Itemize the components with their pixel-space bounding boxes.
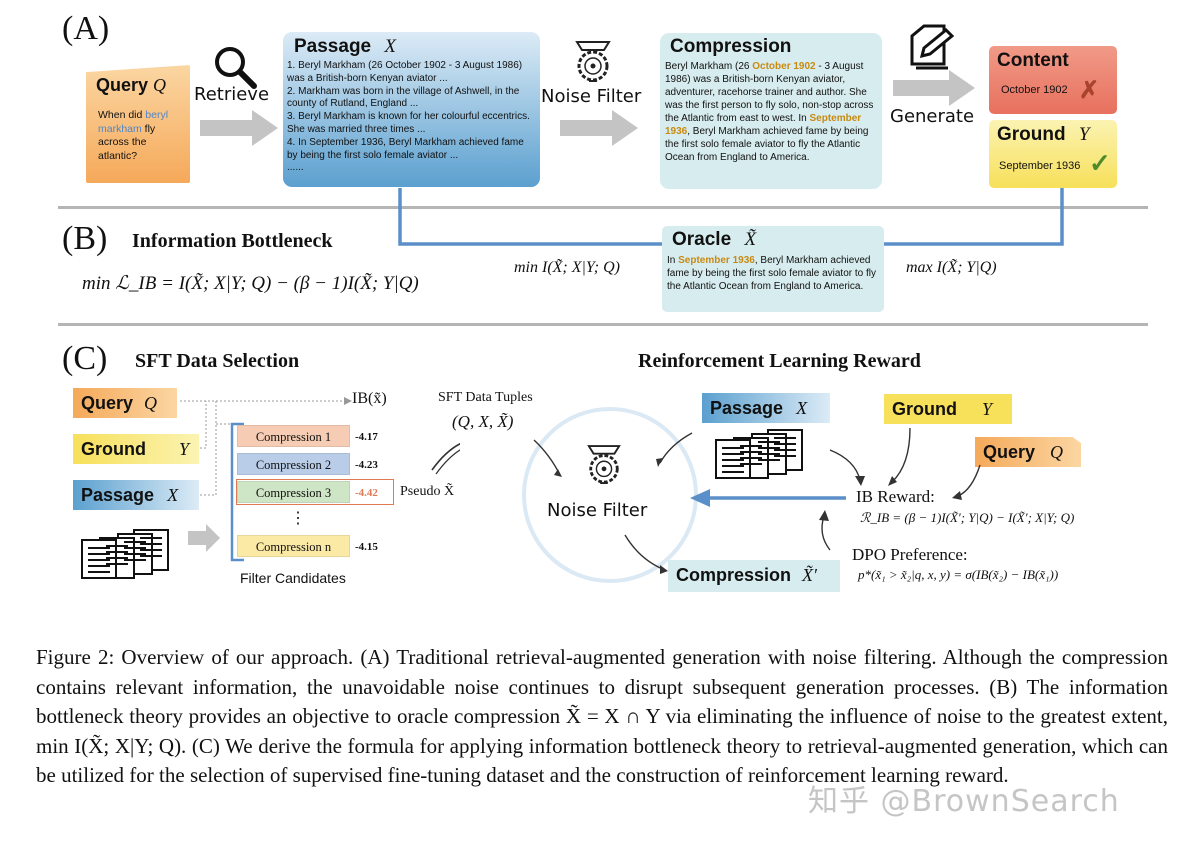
candidate-n: Compression n <box>237 535 350 557</box>
passage-item: 4. In September 1936, Beryl Markham achi… <box>287 136 524 161</box>
edit-icon <box>910 24 954 70</box>
candidate-1-score: -4.17 <box>355 431 378 443</box>
documents-icon <box>81 529 169 579</box>
divider-bc <box>58 323 1148 326</box>
content-value: October 1902 <box>1001 84 1068 96</box>
max-label: max I(X̃; Y|Q) <box>906 259 997 276</box>
rl-documents-icon <box>715 429 803 479</box>
generate-label: Generate <box>890 106 975 127</box>
candidate-3-wrap <box>236 479 394 505</box>
watermark: 知乎 @BrownSearch <box>808 784 1120 819</box>
sft-tuples-title: SFT Data Tuples <box>438 390 533 405</box>
retrieve-label: Retrieve <box>194 84 270 105</box>
passage-title: Passage <box>294 36 372 57</box>
query-question: When did beryl markham fly across the at… <box>98 109 169 162</box>
compression-output: Compression X̃′ <box>668 560 840 592</box>
dpo-label: DPO Preference: <box>852 545 968 564</box>
rl-heading: Reinforcement Learning Reward <box>638 350 921 372</box>
passage-item: 2. Markham was born in the village of As… <box>287 85 520 110</box>
oracle-title: Oracle <box>672 229 732 250</box>
candidate-2: Compression 2 <box>237 453 350 475</box>
rl-passage-tag: Passage X <box>702 393 830 423</box>
reward-arrow <box>690 489 846 507</box>
ground-var: Y <box>1078 124 1090 145</box>
search-icon <box>215 47 257 89</box>
min-label: min I(X̃; X|Y; Q) <box>514 259 620 276</box>
check-icon: ✓ <box>1089 148 1111 178</box>
passage-tag: Passage X <box>73 480 199 510</box>
retrieve-arrow <box>200 110 278 146</box>
filter-arrow <box>560 110 638 146</box>
oracle-box: Oracle X̃ In September 1936, Beryl Markh… <box>662 226 884 312</box>
query-tag: Query Q <box>73 388 177 418</box>
wrong-icon: ✗ <box>1079 77 1100 104</box>
query-box: Query Q When did beryl markham fly acros… <box>86 65 190 183</box>
ground-title: Ground <box>997 124 1066 145</box>
noise-filter-label-a: Noise Filter <box>541 86 642 107</box>
passage-item: 3. Beryl Markham is known for her colour… <box>287 111 530 135</box>
query-title: Query <box>96 75 149 95</box>
candidate-2-score: -4.23 <box>355 459 378 471</box>
passage-item: ...... <box>287 162 304 174</box>
oracle-text: In September 1936, Beryl Markham achieve… <box>667 255 876 292</box>
panel-c-letter: (C) <box>62 340 108 377</box>
noise-filter-label-c: Noise Filter <box>547 500 648 521</box>
candidate-1: Compression 1 <box>237 425 350 447</box>
compression-title: Compression <box>670 36 792 57</box>
ib-heading: Information Bottleneck <box>132 230 333 252</box>
query-var: Q <box>153 75 167 95</box>
oracle-var: X̃ <box>744 229 757 250</box>
ground-value: September 1936 <box>999 160 1081 172</box>
candidate-dots: ⋮ <box>290 510 306 527</box>
panel-b-letter: (B) <box>62 220 108 257</box>
ib-objective: min ℒ_IB = I(X̃; X|Y; Q) − (β − 1)I(X̃; … <box>82 273 419 294</box>
compression-box: Compression Beryl Markham (26 October 19… <box>660 33 882 189</box>
passage-item: 1. Beryl Markham (26 October 1902 - 3 Au… <box>287 60 523 84</box>
passage-list: 1. Beryl Markham (26 October 1902 - 3 Au… <box>287 60 533 175</box>
noise-filter-circle <box>522 407 698 583</box>
noise-filter-icon-c <box>587 445 621 484</box>
candidate-n-score: -4.15 <box>355 541 378 553</box>
ib-reward-label: IB Reward: <box>856 487 935 506</box>
rl-query-tag: Query Q <box>975 437 1081 467</box>
panel-a-letter: (A) <box>62 10 110 47</box>
passage-box: Passage X 1. Beryl Markham (26 October 1… <box>283 32 540 187</box>
rl-ground-tag: Ground Y <box>884 394 1012 424</box>
noise-filter-icon <box>575 41 611 82</box>
sft-tuples-value: (Q, X, X̃) <box>452 412 514 431</box>
sft-connectors <box>180 397 460 562</box>
content-title: Content <box>997 50 1069 71</box>
content-box: Content October 1902 ✗ <box>989 46 1117 114</box>
divider-ab <box>58 206 1148 209</box>
connection-lines <box>398 188 1064 246</box>
generate-arrow <box>893 70 975 106</box>
filter-candidates-label: Filter Candidates <box>240 570 346 586</box>
ground-box: Ground Y September 1936 ✓ <box>989 120 1117 188</box>
dpo-formula: p*(x̃₁ > x̃₂|q, x, y) = σ(IB(x̃₂) − IB(x… <box>858 567 1059 582</box>
pseudo-label: Pseudo X̃ <box>400 484 455 499</box>
sft-heading: SFT Data Selection <box>135 350 300 372</box>
ib-x-label: IB(x̃) <box>352 390 387 407</box>
ground-tag: Ground Y <box>73 434 199 464</box>
candidate-3-score: -4.42 <box>355 487 378 499</box>
figure-caption: Figure 2: Overview of our approach. (A) … <box>36 645 1168 787</box>
compression-text: Beryl Markham (26 October 1902 - 3 Augus… <box>665 61 874 163</box>
passage-var: X <box>384 36 397 57</box>
candidate-3: Compression 3 <box>237 481 350 503</box>
rl-connectors <box>819 427 981 551</box>
ib-reward-formula: ℛ_IB = (β − 1)I(X̃′; Y|Q) − I(X̃′; X|Y; … <box>860 510 1075 525</box>
